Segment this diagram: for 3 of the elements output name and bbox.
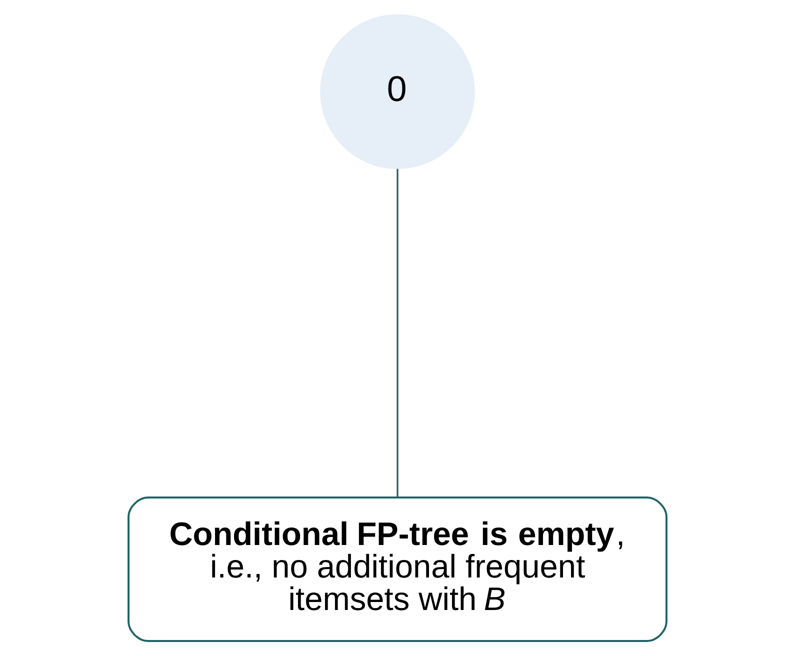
node-box: Conditional FP-tree is empty, i.e., no additional frequent itemsets with B (128, 496, 668, 642)
node-circle: 0 (320, 14, 475, 170)
connector (396, 168, 398, 498)
